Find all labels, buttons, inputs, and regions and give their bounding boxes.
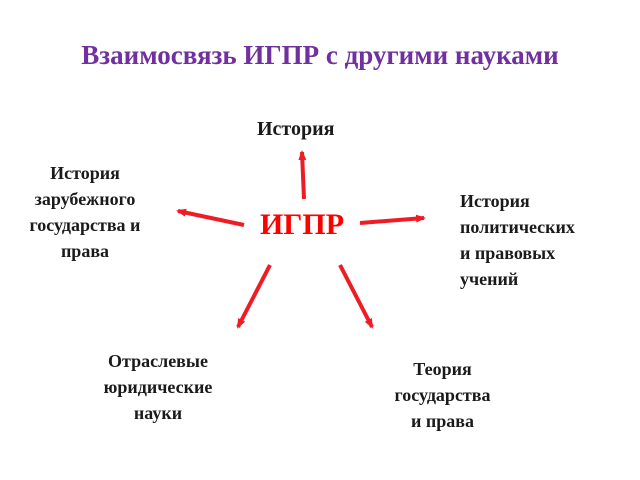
node-foreign-history-line: права	[60, 241, 110, 261]
arrow-to-foreign-history	[176, 208, 245, 227]
node-branch-sciences: Отраслевые юридические науки	[78, 348, 238, 426]
page-title: Взаимосвязь ИГПР с другими науками	[81, 40, 559, 70]
node-history: История	[257, 116, 334, 142]
node-state-theory: Теория государства и права	[375, 356, 510, 434]
node-state-theory-line: Теория	[413, 359, 472, 379]
node-foreign-history-line: зарубежного	[34, 189, 136, 209]
node-foreign-history: История зарубежного государства и права	[10, 160, 160, 264]
arrow-to-state-theory	[338, 264, 374, 329]
arrow-to-history	[298, 150, 307, 200]
node-foreign-history-line: государства и	[29, 215, 141, 235]
node-political-doctrines-line: учений	[460, 269, 519, 289]
node-political-doctrines-line: политических	[460, 217, 575, 237]
center-node-igpr: ИГПР	[259, 208, 345, 241]
node-branch-sciences-line: Отраслевые	[108, 351, 208, 371]
node-political-doctrines-line: История	[460, 191, 530, 211]
node-political-doctrines: История политических и правовых учений	[460, 188, 575, 292]
arrow-to-branch-sciences	[236, 264, 272, 329]
arrow-to-political-doctrines	[359, 214, 426, 225]
node-branch-sciences-line: юридические	[103, 377, 213, 397]
node-state-theory-line: государства	[394, 385, 491, 405]
node-political-doctrines-line: и правовых	[460, 243, 556, 263]
node-state-theory-line: и права	[411, 411, 474, 431]
node-foreign-history-line: История	[50, 163, 120, 183]
node-branch-sciences-line: науки	[133, 403, 183, 423]
node-history-line: История	[257, 118, 335, 140]
